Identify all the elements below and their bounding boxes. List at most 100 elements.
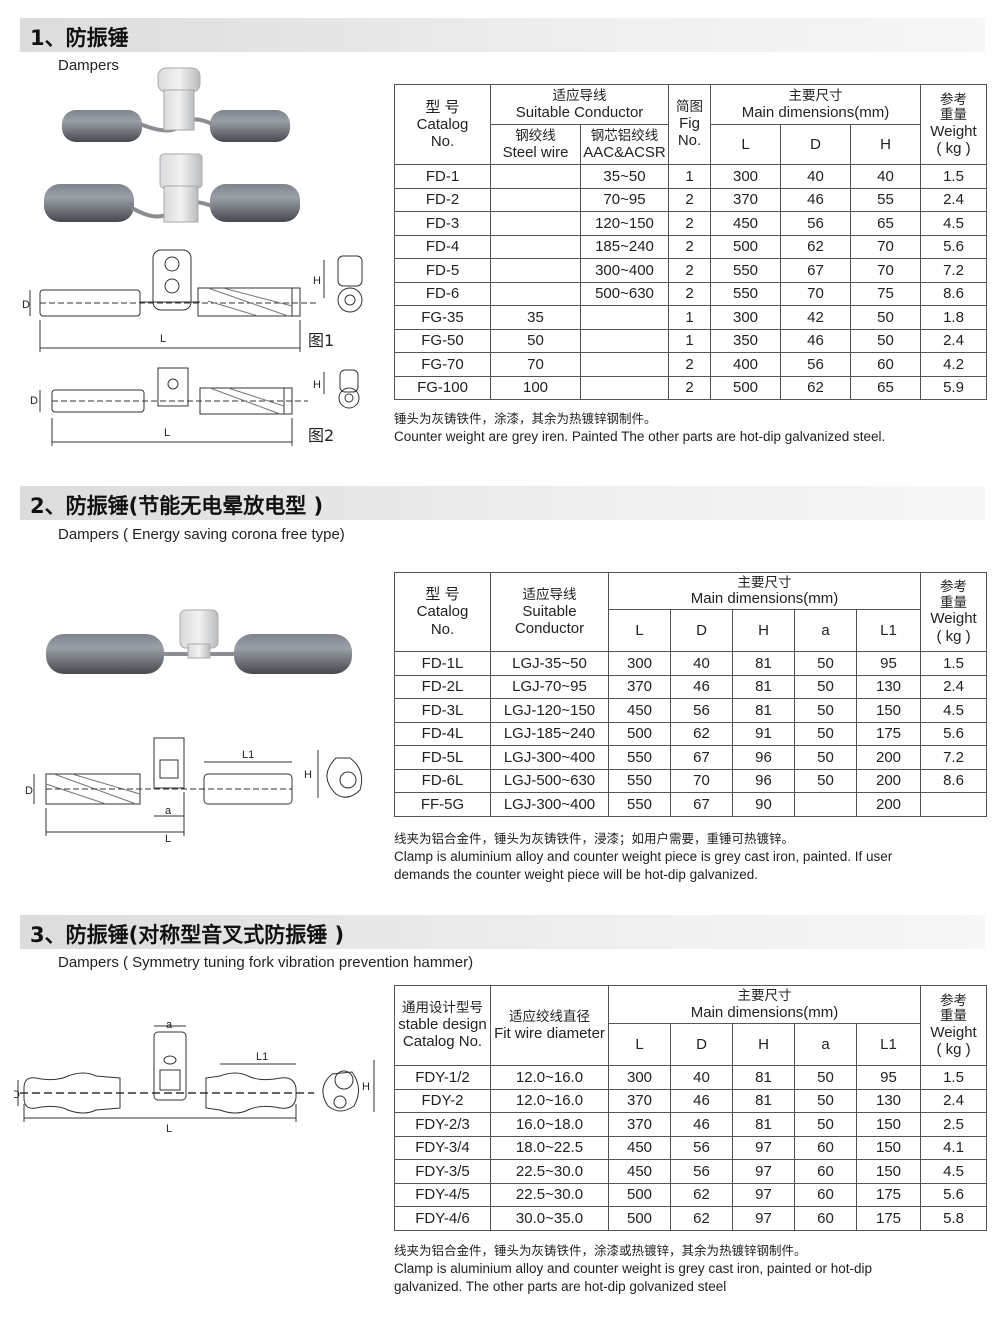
- dim-D-fig2: D: [30, 395, 38, 407]
- hdr-cond-en2: Conductor: [514, 619, 585, 637]
- table-cell: 30.0~35.0: [490, 1206, 609, 1231]
- table-cell: 50: [794, 651, 857, 676]
- table-cell: 7.2: [920, 258, 987, 283]
- table-cell: 81: [732, 1065, 795, 1090]
- table-cell: [580, 375, 669, 400]
- note-3-en1: Clamp is aluminium alloy and counter wei…: [394, 1261, 872, 1276]
- table-cell: FDY-4/6: [394, 1206, 491, 1231]
- hdr-catalog-no: No.: [430, 133, 455, 151]
- dim-L1-s3: L1: [256, 1051, 268, 1063]
- hdr-wt-cn2: 重量: [940, 1008, 968, 1024]
- col-weight: 参考 重量 Weight ( kg ): [920, 985, 988, 1066]
- table-cell: 130: [855, 1088, 922, 1113]
- table-cell: LGJ-120~150: [490, 698, 609, 723]
- spec-table-3: 通用设计型号 stable design Catalog No. 适应绞线直径 …: [394, 985, 988, 1231]
- drawing-section-3: a L1 L D H: [14, 1019, 375, 1135]
- table-cell: 56: [780, 211, 851, 236]
- table-cell: 97: [732, 1159, 795, 1184]
- table-cell: 55: [850, 187, 921, 212]
- col-conductor: 适应导线 Suitable Conductor: [490, 84, 669, 125]
- dim-D-fig1: D: [22, 299, 30, 311]
- dim-H-s3: H: [362, 1081, 370, 1093]
- table-cell: 81: [732, 674, 795, 699]
- table-cell: 120~150: [580, 211, 669, 236]
- col-weight: 参考 重量 Weight ( kg ): [920, 572, 988, 652]
- table-cell: 70~95: [580, 187, 669, 212]
- col-L: L: [608, 1023, 671, 1066]
- table-cell: 95: [855, 651, 922, 676]
- table-cell: 62: [670, 1206, 733, 1231]
- note-3-en2: galvanized. The other parts are hot-dip …: [394, 1279, 727, 1294]
- table-cell: 91: [732, 721, 795, 746]
- dim-a-s2: a: [165, 805, 172, 817]
- table-cell: 60: [850, 352, 921, 377]
- section-3-note: 线夹为铝合金件，锤头为灰铸铁件，涂漆或热镀锌，其余为热镀锌钢制件。 Clamp …: [394, 1242, 872, 1296]
- damper-photo-1: [62, 67, 290, 142]
- table-cell: 56: [780, 352, 851, 377]
- table-cell: 62: [670, 1182, 733, 1207]
- col-H: H: [732, 609, 795, 652]
- table-cell: [490, 281, 581, 306]
- table-cell: [580, 352, 669, 377]
- table-cell: 65: [850, 211, 921, 236]
- dim-L-s3: L: [166, 1123, 172, 1135]
- col-a: a: [794, 609, 857, 652]
- table-cell: [490, 164, 581, 189]
- table-cell: 12.0~16.0: [490, 1065, 609, 1090]
- section-3-header: 3、防振锤(对称型音叉式防振锤 ): [20, 915, 985, 949]
- table-cell: 350: [710, 328, 781, 353]
- table-cell: 35: [490, 305, 581, 330]
- col-catalog: 通用设计型号 stable design Catalog No.: [394, 985, 491, 1066]
- dim-L-fig1: L: [160, 333, 166, 345]
- table-cell: LGJ-300~400: [490, 792, 609, 817]
- table-cell: 46: [780, 328, 851, 353]
- dim-D-s2: D: [25, 785, 33, 797]
- table-cell: 70: [850, 234, 921, 259]
- table-cell: FF-5G: [394, 792, 491, 817]
- table-cell: FD-1L: [394, 651, 491, 676]
- section-3-subtitle: Dampers ( Symmetry tuning fork vibration…: [58, 954, 474, 971]
- spec-table-2: 型 号 Catalog No. 适应导线 Suitable Conductor …: [394, 572, 988, 817]
- table-cell: 150: [855, 1112, 922, 1137]
- table-cell: 22.5~30.0: [490, 1182, 609, 1207]
- table-cell: 35~50: [580, 164, 669, 189]
- table-cell: FG-100: [394, 375, 491, 400]
- hdr-steel-en: Steel wire: [502, 143, 569, 161]
- hdr-wt-en: Weight: [930, 122, 977, 140]
- col-dimensions: 主要尺寸 Main dimensions(mm): [710, 84, 921, 125]
- table-cell: 97: [732, 1206, 795, 1231]
- table-cell: 5.6: [920, 721, 988, 746]
- section-1-header: 1、防振锤: [20, 18, 985, 52]
- table-cell: [490, 211, 581, 236]
- table-cell: 2.5: [920, 1112, 988, 1137]
- drawing-fig-1: L D H: [22, 249, 363, 352]
- table-cell: 5.8: [920, 1206, 988, 1231]
- table-cell: 50: [794, 698, 857, 723]
- table-cell: 65: [850, 375, 921, 400]
- table-cell: 2.4: [920, 1088, 988, 1113]
- table-cell: 1: [668, 328, 711, 353]
- table-cell: 22.5~30.0: [490, 1159, 609, 1184]
- hdr-wt-cn1: 参考: [940, 579, 968, 595]
- hdr-wt-unit: ( kg ): [936, 140, 971, 158]
- fig1-label: 图1: [308, 331, 335, 350]
- table-cell: 4.5: [920, 1159, 988, 1184]
- table-cell: 450: [608, 1159, 671, 1184]
- table-cell: 550: [710, 258, 781, 283]
- table-cell: 1: [668, 164, 711, 189]
- hdr-catalog-cn: 通用设计型号: [402, 1000, 483, 1016]
- col-conductor: 适应导线 Suitable Conductor: [490, 572, 609, 652]
- table-cell: FDY-2: [394, 1088, 491, 1113]
- table-cell: 70: [850, 258, 921, 283]
- col-wire: 适应绞线直径 Fit wire diameter: [490, 985, 609, 1066]
- table-cell: FD-4L: [394, 721, 491, 746]
- table-cell: 300: [608, 1065, 671, 1090]
- dim-L-fig2: L: [164, 427, 170, 439]
- note-2-cn: 线夹为铝合金件，锤头为灰铸铁件，浸漆；如用户需要，重锤可热镀锌。: [394, 831, 795, 846]
